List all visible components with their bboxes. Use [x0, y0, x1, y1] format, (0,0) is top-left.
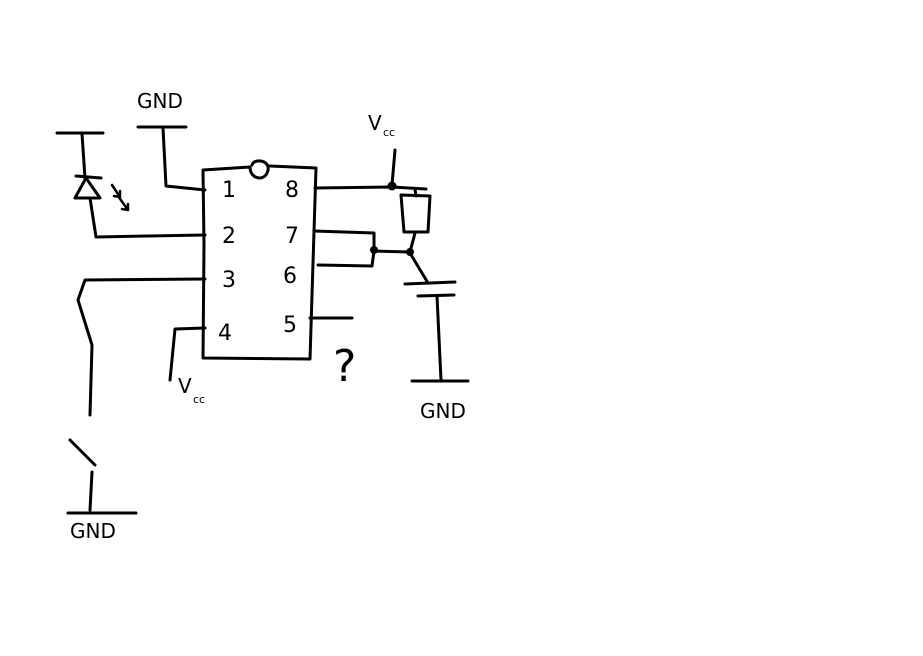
pin-label-6: 6 — [283, 264, 297, 289]
wire-pin1-to-gnd — [161, 126, 207, 192]
vcc-bottom-label: V — [178, 374, 192, 398]
pin-label-5: 5 — [283, 313, 297, 338]
pin-label-3: 3 — [222, 268, 236, 293]
pin-label-7: 7 — [285, 224, 299, 249]
gnd-top-symbol: GND — [136, 89, 207, 192]
switch-lever — [68, 438, 97, 467]
wire-vcc-down — [390, 148, 397, 187]
wire-pin7 — [312, 229, 412, 254]
ic-body — [201, 164, 318, 361]
vcc-bottom-subscript: cc — [193, 393, 205, 406]
resistor-body — [399, 193, 432, 234]
capacitor-lower-lead — [435, 294, 443, 382]
capacitor-component: GND — [403, 251, 470, 423]
vcc-right-symbol: V cc — [368, 111, 397, 187]
pin-label-8: 8 — [285, 178, 299, 203]
capacitor-plate-top — [403, 280, 457, 286]
capacitor-upper-lead — [408, 251, 430, 285]
led-triangle — [73, 176, 102, 200]
light-arrows-icon — [110, 183, 130, 212]
wire-pin4 — [168, 326, 207, 382]
resistor-lead — [408, 187, 418, 254]
junction-dot-pins-6-7 — [370, 246, 378, 254]
vcc-right-label: V — [368, 111, 382, 135]
led-component — [55, 131, 207, 239]
pin-label-4: 4 — [218, 321, 232, 346]
switch-lower-wire — [88, 470, 94, 512]
wire-pin8 — [313, 185, 428, 191]
ic-notch — [248, 159, 270, 180]
pin-label-2: 2 — [222, 224, 236, 249]
junction-dot-vcc — [387, 181, 397, 191]
question-mark: ? — [333, 341, 356, 392]
wire-pin3 — [76, 277, 207, 417]
pin-label-1: 1 — [222, 178, 236, 203]
gnd-right-label: GND — [420, 399, 466, 423]
vcc-bottom-symbol: V cc — [168, 326, 207, 406]
led-cathode-bar — [74, 174, 103, 180]
ic-chip — [201, 159, 318, 361]
vcc-right-subscript: cc — [383, 126, 395, 139]
led-wire-bottom — [88, 196, 207, 239]
wire-pin6 — [316, 249, 376, 268]
led-wire-top — [80, 132, 87, 180]
gnd-bottom-label: GND — [70, 519, 116, 543]
switch-component: GND — [66, 277, 207, 543]
gnd-top-label: GND — [137, 89, 183, 113]
